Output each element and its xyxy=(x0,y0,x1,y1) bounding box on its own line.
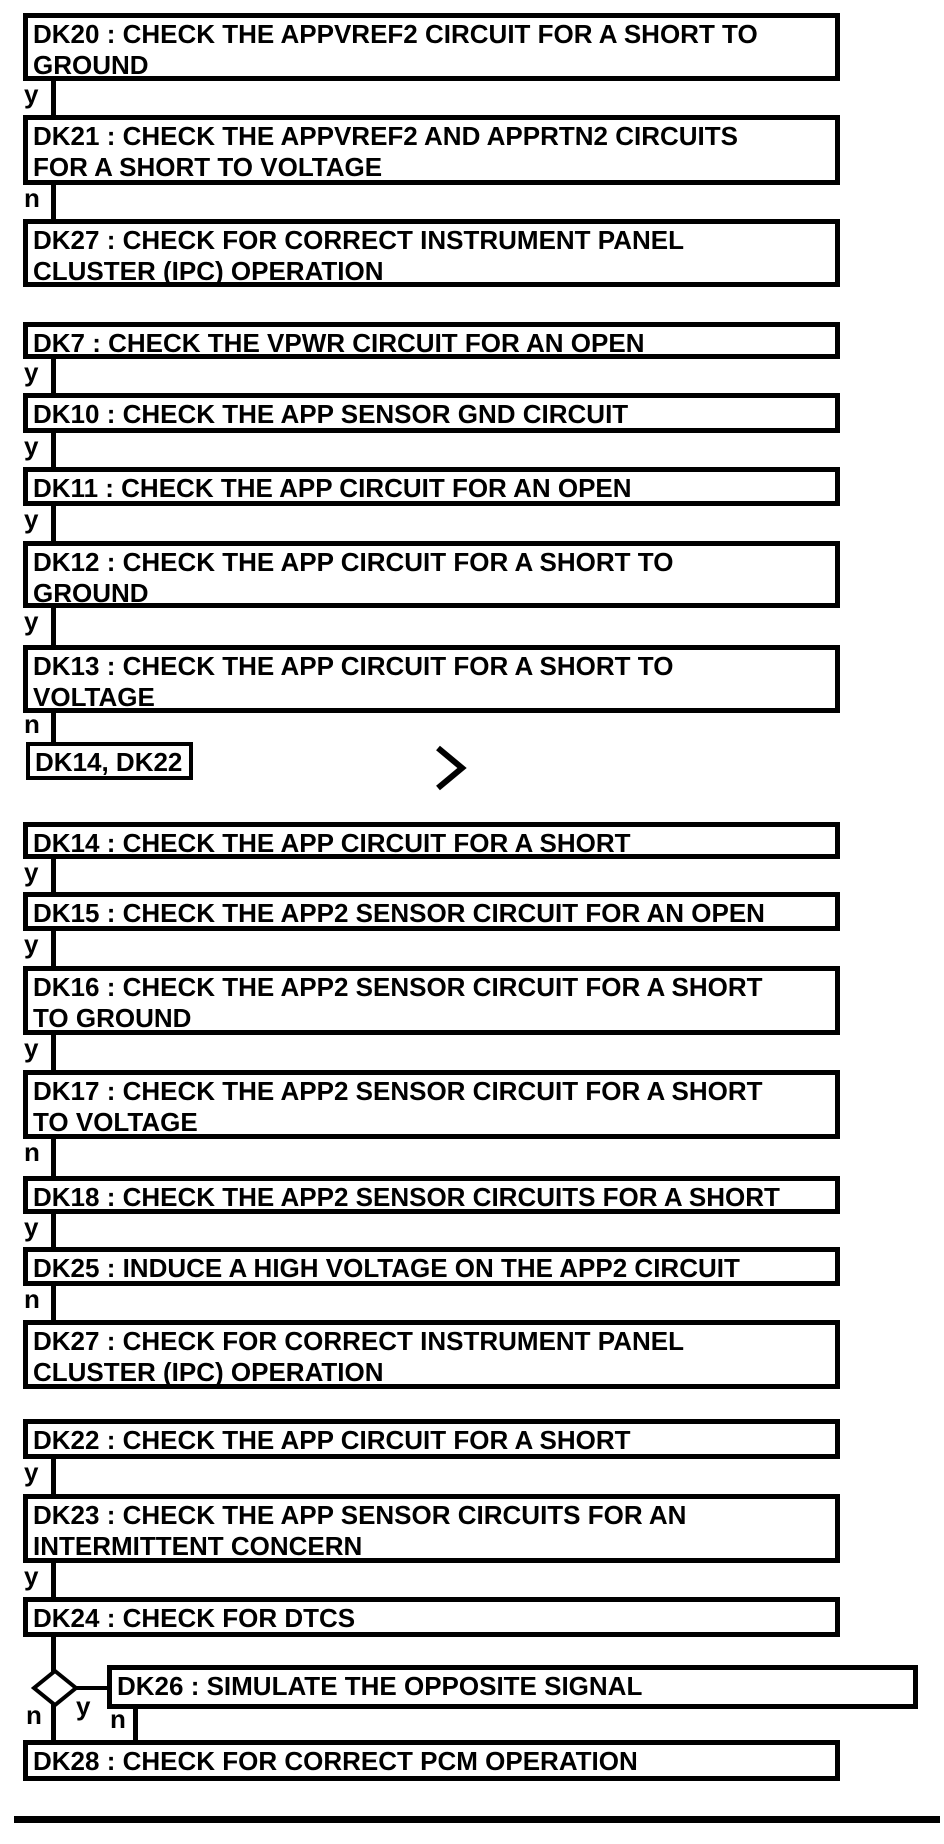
connector-line xyxy=(51,1704,56,1740)
flow-node-dk20: DK20 : CHECK THE APPVREF2 CIRCUIT FOR A … xyxy=(23,13,840,81)
flow-node-dk22: DK22 : CHECK THE APP CIRCUIT FOR A SHORT xyxy=(23,1419,840,1459)
edge-label-dk11-dk12: y xyxy=(24,504,39,534)
edge-label-dk23-dk24: y xyxy=(24,1561,39,1591)
connector-line xyxy=(51,931,56,966)
flow-node-dk10: DK10 : CHECK THE APP SENSOR GND CIRCUIT xyxy=(23,393,840,433)
connector-line xyxy=(51,1563,56,1597)
edge-label-dk7-dk10: y xyxy=(24,357,39,387)
connector-line xyxy=(51,1637,56,1673)
flow-node-dk18: DK18 : CHECK THE APP2 SENSOR CIRCUITS FO… xyxy=(23,1176,840,1214)
edge-label-dk14-dk15: y xyxy=(24,857,39,887)
connector-line xyxy=(51,1139,56,1176)
edge-label-dk25-dk27: n xyxy=(24,1284,40,1314)
flow-node-dk14: DK14 : CHECK THE APP CIRCUIT FOR A SHORT xyxy=(23,822,840,859)
connector-line xyxy=(51,608,56,645)
edge-label-dk12-dk13: y xyxy=(24,606,39,636)
connector-line xyxy=(51,1459,56,1494)
connector-line xyxy=(51,859,56,892)
connector-line xyxy=(51,359,56,393)
connector-line xyxy=(133,1709,138,1740)
connector-line xyxy=(51,185,56,219)
flow-node-dk27-first: DK27 : CHECK FOR CORRECT INSTRUMENT PANE… xyxy=(23,219,840,287)
connector-line xyxy=(51,433,56,467)
flow-node-dk28: DK28 : CHECK FOR CORRECT PCM OPERATION xyxy=(23,1740,840,1781)
flow-node-dk15: DK15 : CHECK THE APP2 SENSOR CIRCUIT FOR… xyxy=(23,892,840,931)
edge-label-dk13-ref: n xyxy=(24,709,40,739)
edge-label-dk22-dk23: y xyxy=(24,1457,39,1487)
flow-node-dk23: DK23 : CHECK THE APP SENSOR CIRCUITS FOR… xyxy=(23,1494,840,1563)
flow-node-dk21: DK21 : CHECK THE APPVREF2 AND APPRTN2 CI… xyxy=(23,115,840,185)
edge-label-dk17-dk18: n xyxy=(24,1137,40,1167)
edge-label-decision-dk28: n xyxy=(26,1700,42,1730)
edge-label-dk10-dk11: y xyxy=(24,431,39,461)
edge-label-dk20-dk21: y xyxy=(24,79,39,109)
edge-label-dk15-dk16: y xyxy=(24,929,39,959)
flow-node-dk13: DK13 : CHECK THE APP CIRCUIT FOR A SHORT… xyxy=(23,645,840,713)
bottom-divider xyxy=(14,1816,940,1823)
flow-node-dk27-second: DK27 : CHECK FOR CORRECT INSTRUMENT PANE… xyxy=(23,1320,840,1389)
flow-node-dk25: DK25 : INDUCE A HIGH VOLTAGE ON THE APP2… xyxy=(23,1247,840,1286)
flow-node-ref-dk14-dk22: DK14, DK22 xyxy=(26,742,193,780)
edge-label-decision-dk26: y xyxy=(76,1691,91,1721)
connector-line xyxy=(51,713,56,742)
flow-node-dk11: DK11 : CHECK THE APP CIRCUIT FOR AN OPEN xyxy=(23,467,840,506)
connector-line xyxy=(51,1214,56,1247)
connector-line xyxy=(51,506,56,541)
connector-line xyxy=(51,1286,56,1320)
flow-node-dk7: DK7 : CHECK THE VPWR CIRCUIT FOR AN OPEN xyxy=(23,322,840,359)
flow-node-dk16: DK16 : CHECK THE APP2 SENSOR CIRCUIT FOR… xyxy=(23,966,840,1035)
edge-label-dk18-dk25: y xyxy=(24,1212,39,1242)
flow-node-dk12: DK12 : CHECK THE APP CIRCUIT FOR A SHORT… xyxy=(23,541,840,608)
chevron-right-icon xyxy=(436,745,467,791)
connector-line xyxy=(51,1035,56,1070)
edge-label-dk16-dk17: y xyxy=(24,1033,39,1063)
connector-line xyxy=(51,81,56,115)
edge-label-dk21-dk27: n xyxy=(24,183,40,213)
flow-node-dk24: DK24 : CHECK FOR DTCS xyxy=(23,1597,840,1637)
flow-node-dk26: DK26 : SIMULATE THE OPPOSITE SIGNAL xyxy=(107,1665,918,1709)
edge-label-dk26-dk28: n xyxy=(110,1704,126,1734)
connector-line xyxy=(76,1686,107,1690)
flow-node-dk17: DK17 : CHECK THE APP2 SENSOR CIRCUIT FOR… xyxy=(23,1070,840,1139)
